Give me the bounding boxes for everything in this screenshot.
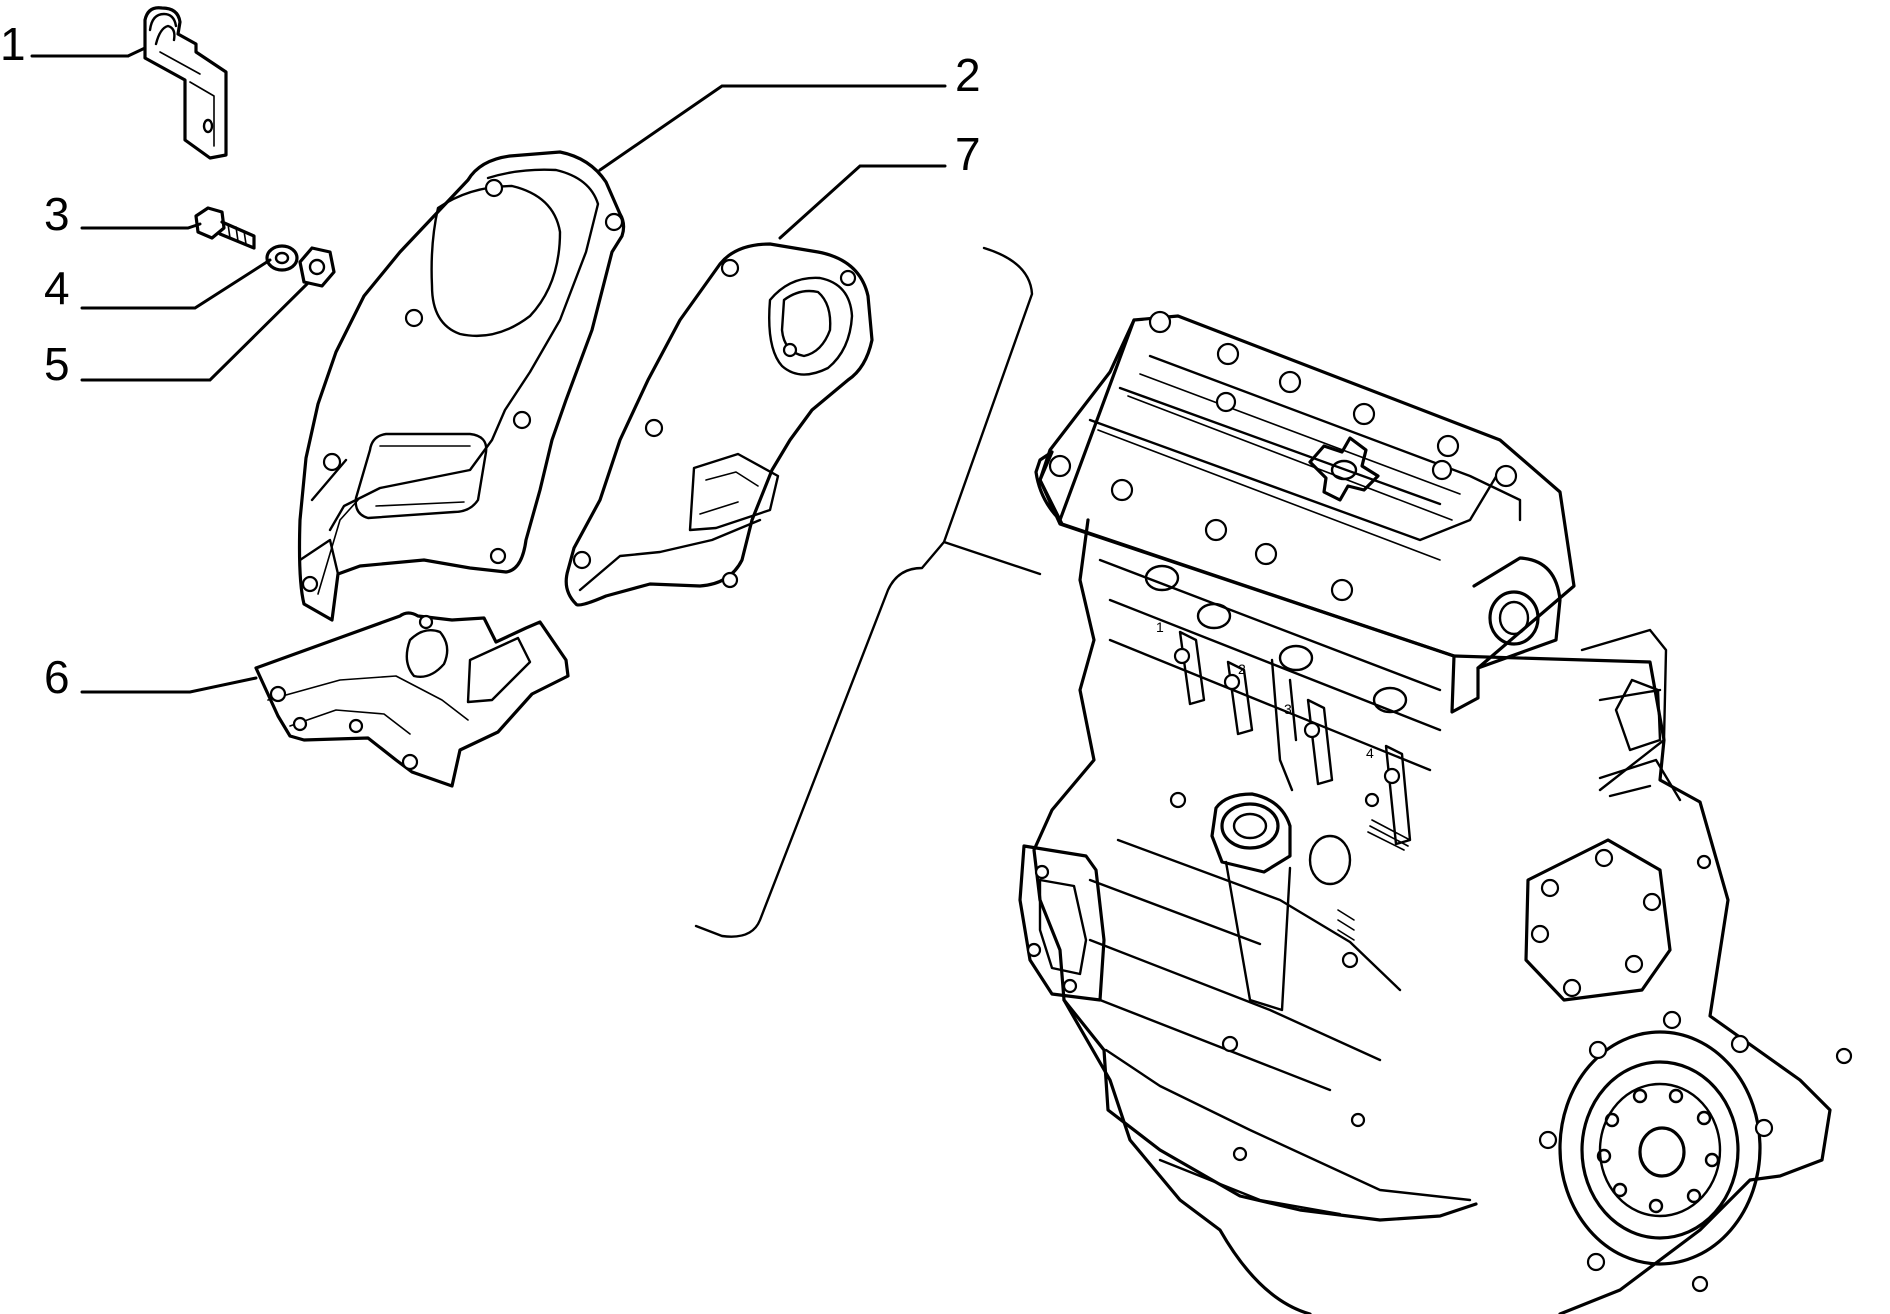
- part-4-washer: [265, 244, 299, 272]
- cylinder-mark-2: 2: [1238, 661, 1246, 677]
- part-6-lower-bracket: [254, 611, 570, 788]
- part-5-nut: [298, 246, 336, 288]
- part-7-inner-timing-cover: [564, 242, 874, 607]
- callout-3: 3: [44, 188, 70, 240]
- callout-6: 6: [44, 651, 70, 703]
- assembly-brace-line: [694, 246, 1042, 938]
- leader-lines: [30, 46, 947, 694]
- callout-4: 4: [44, 262, 70, 314]
- callout-1: 1: [0, 18, 26, 70]
- cylinder-mark-4: 4: [1366, 745, 1374, 761]
- part-1-clip-bracket: [143, 6, 228, 160]
- callout-2: 2: [955, 49, 981, 101]
- cylinder-mark-1: 1: [1156, 619, 1164, 635]
- part-2-outer-timing-cover: [297, 150, 626, 622]
- cylinder-mark-3: 3: [1284, 701, 1292, 717]
- part-3-bolt: [194, 206, 256, 250]
- engine-block-assembly: 1 2 3 4: [1018, 310, 1853, 1314]
- callout-7: 7: [955, 128, 981, 180]
- callout-5: 5: [44, 338, 70, 390]
